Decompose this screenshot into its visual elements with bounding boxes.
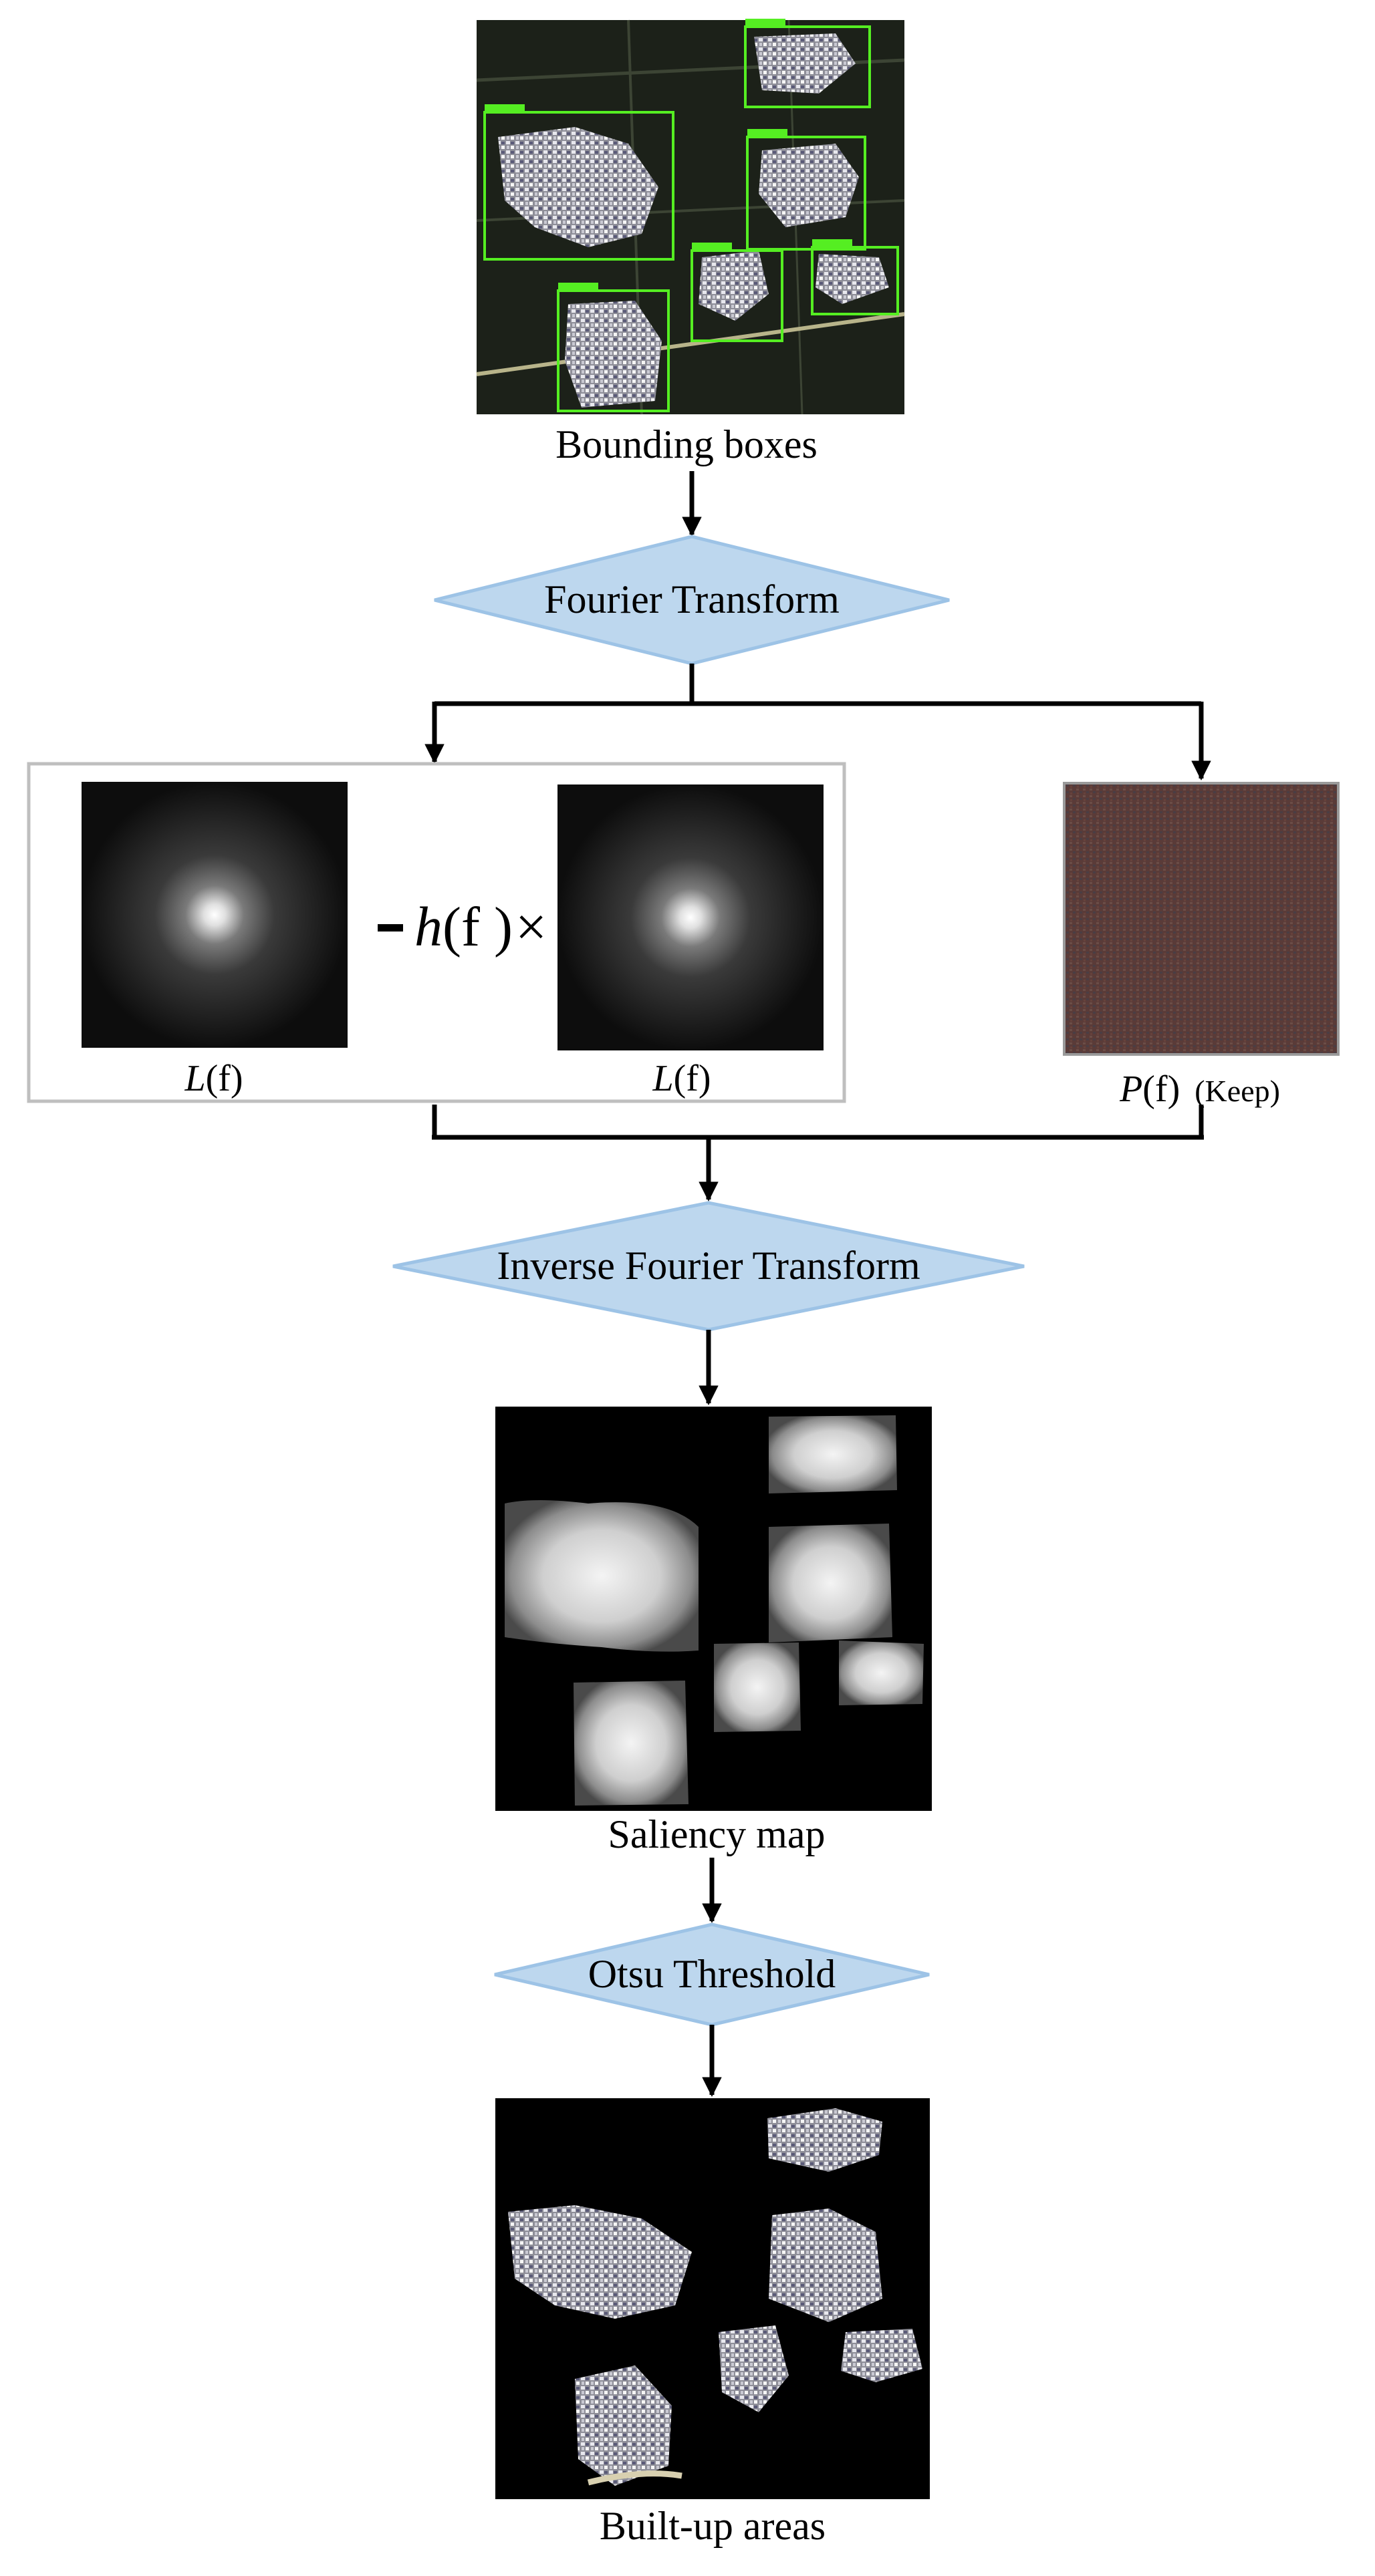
bounding-boxes-image [476, 19, 905, 415]
built-up-areas-caption: Built-up areas [600, 2504, 826, 2548]
inverse-fourier-diamond [392, 1201, 1025, 1332]
fourier-transform-diamond [434, 535, 950, 666]
spectral-residual-operator: h(f )× [378, 896, 547, 958]
phase-spectrum-label: P(f)(Keep) [1119, 1068, 1280, 1110]
otsu-threshold-label: Otsu Threshold [588, 1952, 836, 1996]
right-spectrum-label: L(f) [652, 1058, 711, 1099]
bounding-boxes-caption: Bounding boxes [555, 422, 818, 466]
split-connector [424, 664, 1211, 780]
merge-connector [432, 1105, 1204, 1201]
phase-spectrum [1063, 782, 1340, 1056]
amplitude-spectrum-right [555, 782, 826, 1053]
otsu-threshold-diamond [494, 1922, 930, 2027]
amplitude-spectrum-left [79, 779, 350, 1050]
inverse-fourier-label: Inverse Fourier Transform [497, 1244, 920, 1288]
saliency-map-caption: Saliency map [608, 1812, 826, 1856]
amplitude-group-frame [27, 762, 846, 1103]
svg-text:h(f )×: h(f )× [414, 896, 547, 958]
built-up-areas-image [495, 2098, 930, 2499]
minus-sign [378, 924, 403, 932]
fourier-transform-label: Fourier Transform [544, 577, 840, 621]
left-spectrum-label: L(f) [184, 1058, 243, 1099]
saliency-map-image [495, 1407, 932, 1811]
